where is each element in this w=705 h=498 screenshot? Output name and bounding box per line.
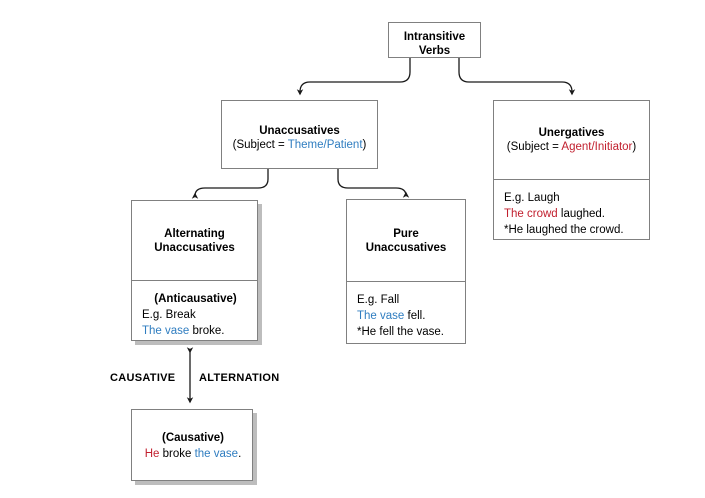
unergatives-example-grammatical: The crowd laughed. (504, 206, 641, 222)
node-pure-unaccusatives-title: Pure Unaccusatives (347, 200, 465, 281)
node-unergatives-subtitle-suffix: ) (632, 140, 637, 153)
causative-sentence-end: . (238, 448, 242, 460)
node-alternating-unaccusatives-body: (Anticausative) E.g. Break The vase brok… (132, 280, 257, 345)
alternating-example-sentence: The vase broke. (142, 323, 249, 339)
node-alternating-unaccusatives[interactable]: Alternating Unaccusatives (Anticausative… (131, 200, 258, 341)
node-unaccusatives[interactable]: Unaccusatives (Subject = Theme/Patient) (221, 100, 378, 169)
causative-sentence-verb: broke (159, 448, 195, 460)
node-unaccusatives-title-line1: Unaccusatives (259, 125, 340, 137)
alternating-example-argument: The vase (142, 325, 190, 337)
pure-example-ungrammatical: *He fell the vase. (357, 326, 444, 338)
causative-body-header: (Causative) (162, 432, 224, 444)
node-unergatives-subtitle: (Subject = Agent/Initiator) (507, 140, 636, 155)
unergatives-example-ungrammatical: *He laughed the crowd. (504, 224, 624, 236)
causative-sentence-object: the vase (194, 448, 239, 460)
node-pure-unaccusatives-title-line1: Pure (393, 227, 419, 240)
node-pure-unaccusatives-title-line2: Unaccusatives (365, 241, 447, 254)
node-intransitive-verbs[interactable]: Intransitive Verbs (388, 22, 481, 58)
pure-example-argument: The vase (357, 310, 405, 322)
node-causative-body: (Causative) He broke the vase. (132, 410, 252, 480)
causative-sentence-subject: He (144, 448, 160, 460)
node-unergatives-body: E.g. Laugh The crowd laughed. *He laughe… (494, 179, 649, 244)
unergatives-example-label: E.g. Laugh (504, 192, 560, 204)
node-alternating-unaccusatives-title-line1: Alternating (164, 227, 225, 240)
alternating-example-label: E.g. Break (142, 309, 196, 321)
node-pure-unaccusatives[interactable]: Pure Unaccusatives E.g. Fall The vase fe… (346, 199, 466, 344)
node-unergatives-subtitle-role: Agent/Initiator (561, 140, 633, 153)
node-alternating-unaccusatives-title: Alternating Unaccusatives (132, 201, 257, 280)
node-intransitive-verbs-title-line1: Intransitive (403, 31, 466, 43)
node-intransitive-verbs-title-line2: Verbs (418, 45, 451, 57)
pure-example-label: E.g. Fall (357, 294, 400, 306)
node-pure-unaccusatives-body: E.g. Fall The vase fell. *He fell the va… (347, 281, 465, 346)
node-unergatives[interactable]: Unergatives (Subject = Agent/Initiator) … (493, 100, 650, 240)
node-unaccusatives-subtitle: (Subject = Theme/Patient) (233, 138, 367, 153)
label-causative: CAUSATIVE (110, 372, 176, 384)
node-alternating-unaccusatives-title-line2: Unaccusatives (154, 241, 235, 254)
label-alternation: ALTERNATION (199, 372, 280, 384)
node-unergatives-title-line1: Unergatives (538, 126, 605, 139)
node-unergatives-subtitle-prefix: (Subject = (506, 140, 562, 153)
node-unaccusatives-subtitle-suffix: ) (362, 139, 367, 151)
node-causative[interactable]: (Causative) He broke the vase. (131, 409, 253, 481)
node-unaccusatives-subtitle-role: Theme/Patient (287, 139, 363, 151)
node-intransitive-verbs-title: Intransitive Verbs (389, 23, 480, 65)
unergatives-example-argument: The crowd (504, 208, 558, 220)
pure-example-grammatical: The vase fell. (357, 308, 457, 324)
causative-example-sentence: He broke the vase. (142, 446, 244, 462)
node-unaccusatives-title: Unaccusatives (Subject = Theme/Patient) (222, 101, 377, 176)
alternating-example-predicate: broke. (189, 325, 225, 337)
pure-example-predicate: fell. (404, 310, 426, 322)
node-unergatives-title: Unergatives (Subject = Agent/Initiator) (494, 101, 649, 179)
unergatives-example-predicate: laughed. (557, 208, 606, 220)
node-unaccusatives-subtitle-prefix: (Subject = (232, 139, 288, 151)
alternating-body-header: (Anticausative) (154, 293, 237, 305)
